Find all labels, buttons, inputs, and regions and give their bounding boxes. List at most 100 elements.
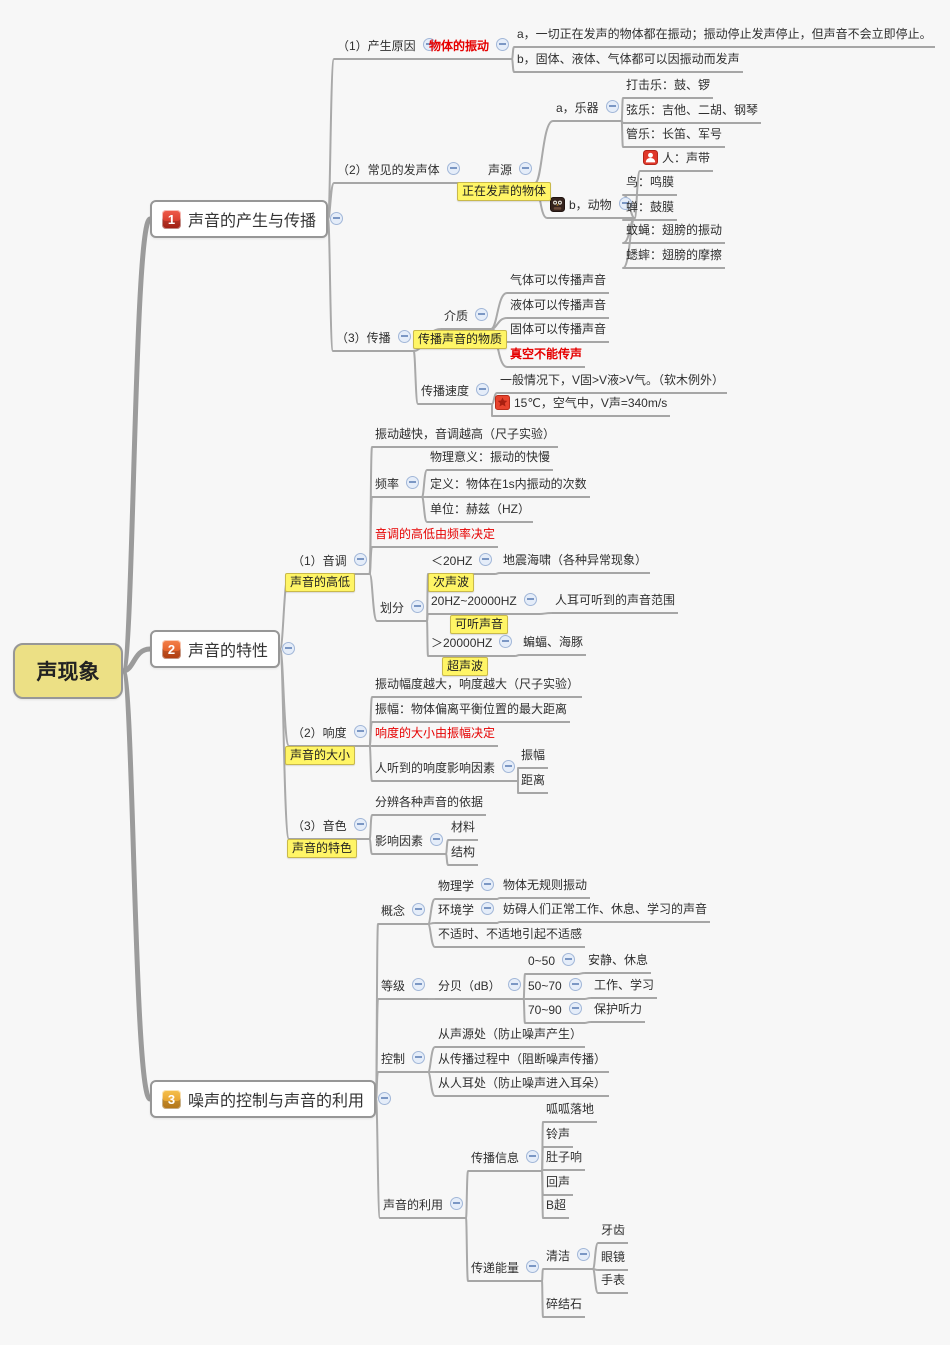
node-common-sources[interactable]: （2）常见的发声体 (334, 162, 463, 184)
collapse-icon[interactable] (481, 878, 495, 891)
collapse-icon[interactable] (330, 212, 344, 225)
collapse-icon[interactable] (282, 642, 296, 655)
node-control-in-path[interactable]: 从传播过程中（阻断噪声传播） (435, 1052, 610, 1073)
node-pitch[interactable]: （1）音调 (289, 553, 370, 575)
node-vacuum-no-sound[interactable]: 真空不能传声 (507, 347, 586, 368)
node-winds[interactable]: 管乐：长笛、军号 (623, 127, 726, 148)
node-control-at-source[interactable]: 从声源处（防止噪声产生） (435, 1027, 586, 1048)
node-timbre-structure[interactable]: 结构 (448, 845, 479, 866)
node-pitch-determined-by-frequency[interactable]: 音调的高低由频率决定 (372, 527, 499, 548)
collapse-icon[interactable] (446, 162, 460, 175)
node-carry-energy[interactable]: 传递能量 (468, 1260, 543, 1282)
node-medium[interactable]: 介质 (441, 308, 492, 330)
collapse-icon[interactable] (475, 308, 489, 321)
node-ultrasound-range[interactable]: ＞20000HZ (428, 635, 516, 657)
node-db-50-70[interactable]: 50~70 (525, 978, 585, 1000)
collapse-icon[interactable] (479, 553, 493, 566)
node-db-70-90[interactable]: 70~90 (525, 1002, 585, 1024)
node-frequency-unit[interactable]: 单位：赫兹（HZ） (427, 502, 533, 523)
collapse-icon[interactable] (411, 600, 425, 613)
collapse-icon[interactable] (568, 1002, 582, 1015)
collapse-icon[interactable] (412, 1051, 426, 1064)
node-propagation[interactable]: （3）传播 (333, 330, 414, 352)
node-use-of-sound[interactable]: 声音的利用 (380, 1197, 467, 1219)
node-loudness-factors[interactable]: 人听到的响度影响因素 (372, 760, 519, 782)
node-percussion[interactable]: 打击乐：鼓、锣 (623, 78, 714, 99)
node-db-0-50[interactable]: 0~50 (525, 953, 579, 975)
node-audible-description[interactable]: 人耳可听到的声音范围 (552, 593, 679, 614)
collapse-icon[interactable] (481, 902, 495, 915)
collapse-icon[interactable] (499, 635, 513, 648)
node-human-vocal-cords[interactable]: 人：声带 (640, 150, 714, 172)
node-carry-information[interactable]: 传播信息 (468, 1150, 543, 1172)
node-environment-view[interactable]: 环境学 (435, 902, 498, 924)
node-loudness[interactable]: （2）响度 (289, 725, 370, 747)
collapse-icon[interactable] (526, 1150, 540, 1163)
node-noise-level[interactable]: 等级 (378, 978, 429, 1000)
collapse-icon[interactable] (412, 903, 426, 916)
node-vibration-answer[interactable]: 物体的振动 (426, 38, 513, 60)
node-frequency-ranges[interactable]: 划分 (377, 600, 428, 622)
node-physics-definition[interactable]: 物体无规则振动 (500, 878, 591, 899)
node-gas-medium[interactable]: 气体可以传播声音 (507, 273, 610, 294)
node-frequency[interactable]: 频率 (372, 476, 423, 498)
node-info-stomach[interactable]: 肚子响 (543, 1150, 586, 1171)
root-topic[interactable]: 声现象 (13, 643, 123, 699)
node-speed[interactable]: 传播速度 (418, 383, 493, 405)
collapse-icon[interactable] (496, 38, 510, 51)
collapse-icon[interactable] (378, 1092, 392, 1105)
node-timbre-factors[interactable]: 影响因素 (372, 833, 447, 855)
node-noise-concept[interactable]: 概念 (378, 903, 429, 925)
node-clean-glasses[interactable]: 眼镜 (598, 1250, 629, 1271)
node-cricket[interactable]: 蟋蟀：翅膀的摩擦 (623, 248, 726, 269)
node-cause-detail-b[interactable]: b，固体、液体、气体都可以因振动而发声 (514, 52, 743, 73)
node-db-50-70-use[interactable]: 工作、学习 (591, 978, 658, 999)
collapse-icon[interactable] (353, 818, 367, 831)
node-sound-source[interactable]: 声源 (485, 162, 536, 184)
collapse-icon[interactable] (430, 833, 444, 846)
node-factor-amplitude[interactable]: 振幅 (518, 748, 549, 769)
node-factor-distance[interactable]: 距离 (518, 773, 549, 794)
node-clean-teeth[interactable]: 牙齿 (598, 1223, 629, 1244)
collapse-icon[interactable] (412, 978, 426, 991)
node-discomfort[interactable]: 不适时、不适地引起不适感 (435, 927, 586, 948)
node-amplitude-definition[interactable]: 振幅：物体偏离平衡位置的最大距离 (372, 702, 571, 723)
node-cicada[interactable]: 蝉：鼓膜 (623, 200, 678, 221)
collapse-icon[interactable] (476, 383, 490, 396)
node-liquid-medium[interactable]: 液体可以传播声音 (507, 298, 610, 319)
node-physics-view[interactable]: 物理学 (435, 878, 498, 900)
node-clean-watch[interactable]: 手表 (598, 1273, 629, 1294)
node-solid-medium[interactable]: 固体可以传播声音 (507, 322, 610, 343)
node-cleaning[interactable]: 清洁 (543, 1248, 594, 1270)
collapse-icon[interactable] (406, 476, 420, 489)
node-cause-detail-a[interactable]: a，一切正在发声的物体都在振动；振动停止发声停止，但声音不会立即停止。 (514, 27, 935, 48)
node-timbre-material[interactable]: 材料 (448, 820, 479, 841)
node-break-stones[interactable]: 碎结石 (543, 1297, 586, 1318)
node-frequency-meaning[interactable]: 物理意义：振动的快慢 (427, 450, 554, 471)
node-pitch-rule[interactable]: 振动越快，音调越高（尺子实验） (372, 427, 559, 448)
node-control-at-ear[interactable]: 从人耳处（防止噪声进入耳朵） (435, 1076, 610, 1097)
collapse-icon[interactable] (502, 760, 516, 773)
collapse-icon[interactable] (519, 162, 533, 175)
node-info-baby-cry[interactable]: 呱呱落地 (543, 1102, 598, 1123)
node-decibel[interactable]: 分贝（dB） (435, 978, 524, 1000)
collapse-icon[interactable] (353, 553, 367, 566)
node-info-echo[interactable]: 回声 (543, 1175, 574, 1196)
collapse-icon[interactable] (605, 100, 619, 113)
node-db-0-50-use[interactable]: 安静、休息 (585, 953, 652, 974)
node-ultrasound-example[interactable]: 蝙蝠、海豚 (520, 635, 587, 656)
node-mosquito-fly[interactable]: 蚊蝇：翅膀的振动 (623, 223, 726, 244)
node-cause-of-sound[interactable]: （1）产生原因 (334, 38, 439, 60)
collapse-icon[interactable] (507, 978, 521, 991)
node-speed-general[interactable]: 一般情况下，V固>V液>V气。（软木例外） (497, 373, 728, 394)
node-loudness-rule[interactable]: 振动幅度越大，响度越大（尺子实验） (372, 677, 583, 698)
collapse-icon[interactable] (577, 1248, 591, 1261)
collapse-icon[interactable] (450, 1197, 464, 1210)
node-environment-definition[interactable]: 妨碍人们正常工作、休息、学习的声音 (500, 902, 711, 923)
node-frequency-definition[interactable]: 定义：物体在1s内振动的次数 (427, 477, 590, 498)
collapse-icon[interactable] (523, 593, 537, 606)
node-animals[interactable]: b，动物 (547, 197, 635, 219)
